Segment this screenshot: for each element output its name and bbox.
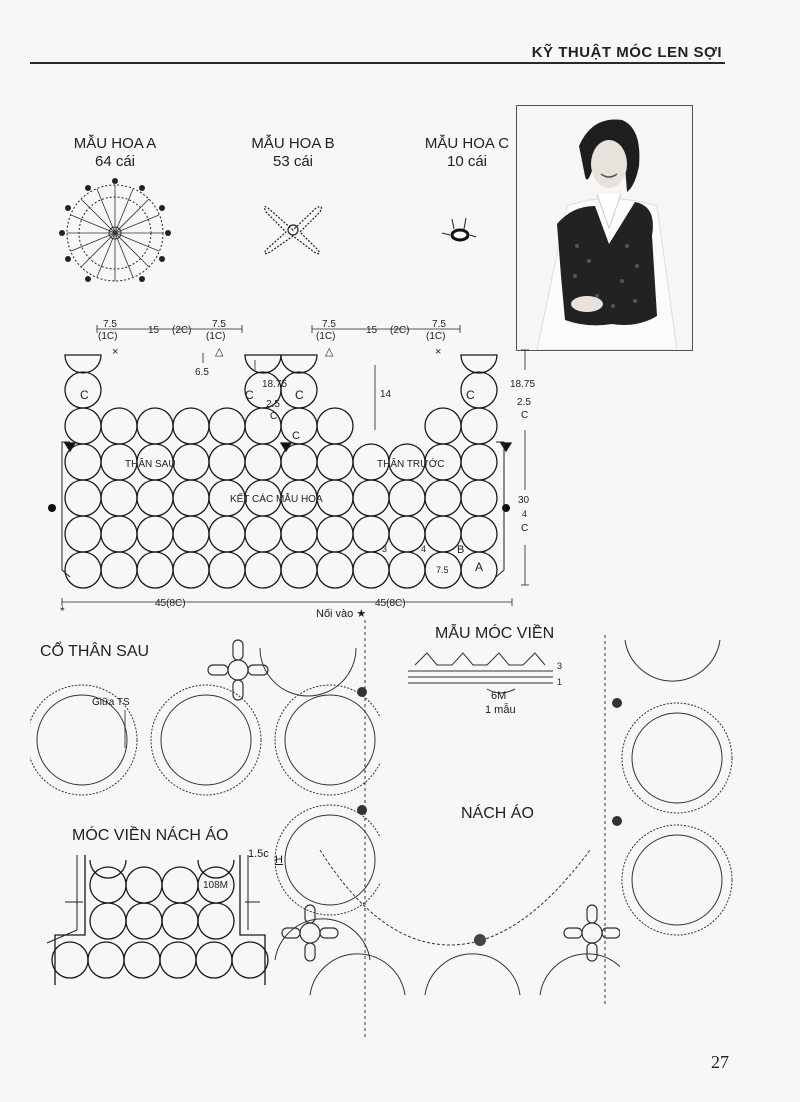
dim-half-width-front: 45(8C) [375,598,406,609]
dim-right-body-unit: C [521,523,528,534]
edging-row-3: 3 [557,661,562,671]
edging-repeat: 6M [491,690,507,702]
dim-front-strap-right: 7.5 [432,319,446,330]
dim-right-armhole-unit: C [521,410,528,421]
armhole-stitch-count: 108M [203,880,228,891]
show-through-decoration [185,158,197,192]
dim-neck-front: 15 [366,325,378,336]
asterisk-mark: * [60,604,65,618]
motif-c-name: MẪU HOA C [424,135,510,152]
edging-repeat-note: 1 mẫu [485,704,516,716]
dim-strap-left: 7.5 [103,319,117,330]
label-c-back-right: C [245,388,254,402]
page-number: 27 [711,1052,729,1072]
armhole-detail-title: NÁCH ÁO [461,805,534,822]
label-motif-diameter: 7.5 [436,565,449,575]
label-join-motifs: KẾT CÁC MẪU HOA [230,492,323,505]
running-header: KỸ THUẬT MÓC LEN SỢI [531,44,722,61]
dim-right-body: 30 [518,495,530,506]
dim-strap-right-count: (1C) [206,331,225,342]
label-motif-b: B [457,544,464,556]
edging-row-1: 1 [557,677,562,687]
motif-a-count: 64 cái [94,153,136,170]
vest-schematic: 7.5 (1C) 15 (2C) 7.5 (1C) 7.5 (1C) 15 (2… [48,319,513,618]
model-photo-illustration [517,106,692,350]
dim-strap-left-count: (1C) [98,331,117,342]
label-c-left: C [80,388,89,402]
motif-c-count: 10 cái [446,153,488,170]
motif-b-name: MẪU HOA B [251,135,335,152]
label-c-front-right: C [466,388,475,402]
dim-neck-back: 15 [148,325,160,336]
edging-stitch-diagram: 3 1 [408,652,562,694]
motif-a-name: MẪU HOA A [73,135,157,152]
label-back: THÂN SAU [125,457,176,470]
mark-triangle-back: △ [215,346,224,358]
dim-front-neck-depth: 14 [380,389,392,400]
model-photo [516,105,693,351]
dim-back-neck-depth: 6.5 [195,367,209,378]
dim-armhole-motifs: 2.5 [266,399,280,410]
neck-section-title: CỔ THÂN SAU [40,643,150,660]
label-gap-4: 4 [421,544,426,554]
armhole-bottom-stitch-diagram [281,850,620,996]
mark-cross-front: × [435,346,441,358]
armhole-edging-unit: H [275,854,283,866]
armhole-right-stitch-diagram [604,635,733,1005]
center-back-label: Giữa TS [92,697,130,708]
join-note: Nối vào ★ [316,608,367,620]
dim-right-armhole: 18.75 [510,379,535,390]
label-motif-a: A [475,560,483,574]
dim-front-strap-left: 7.5 [322,319,336,330]
dim-front-strap-right-count: (1C) [426,331,445,342]
vertical-dimensions: 18.75 2.5 C 30 4 C [510,349,535,586]
armhole-edging-width: 1.5c [248,848,269,860]
armhole-edging-schematic: 108M [46,855,269,985]
label-c-center: C [292,430,300,442]
motif-c-diagram [441,217,477,242]
dim-right-body-motifs: 4 [522,509,527,519]
motif-c-caption: MẪU HOA C 10 cái [412,135,522,171]
neck-armhole-stitch-diagram [30,620,380,1040]
armhole-edging-title: MÓC VIỀN NÁCH ÁO [72,827,229,844]
edging-section-title: MẪU MÓC VIỀN [435,625,555,642]
motif-a-diagram [59,178,171,282]
mark-cross-back: × [112,346,118,358]
label-c-front-left: C [295,388,304,402]
motif-b-diagram [263,206,322,255]
dim-strap-right: 7.5 [212,319,226,330]
header-rule [30,62,725,64]
side-marker-left [48,504,56,512]
label-front: THÂN TRƯỚC [377,457,445,470]
label-gap-3: 3 [382,544,387,554]
dim-armhole-unit: C [270,411,277,422]
dim-front-strap-left-count: (1C) [316,331,335,342]
motif-b-caption: MẪU HOA B 53 cái [238,135,348,171]
dim-half-width-back: 45(8C) [155,598,186,609]
mark-triangle-front: △ [325,346,334,358]
dim-right-armhole-motifs: 2.5 [517,397,531,408]
motif-a-caption: MẪU HOA A 64 cái [60,135,170,171]
dim-neck-back-count: (2C) [172,325,191,336]
motif-b-count: 53 cái [272,153,314,170]
dim-armhole-height: 18.75 [262,379,287,390]
dim-neck-front-count: (2C) [390,325,409,336]
